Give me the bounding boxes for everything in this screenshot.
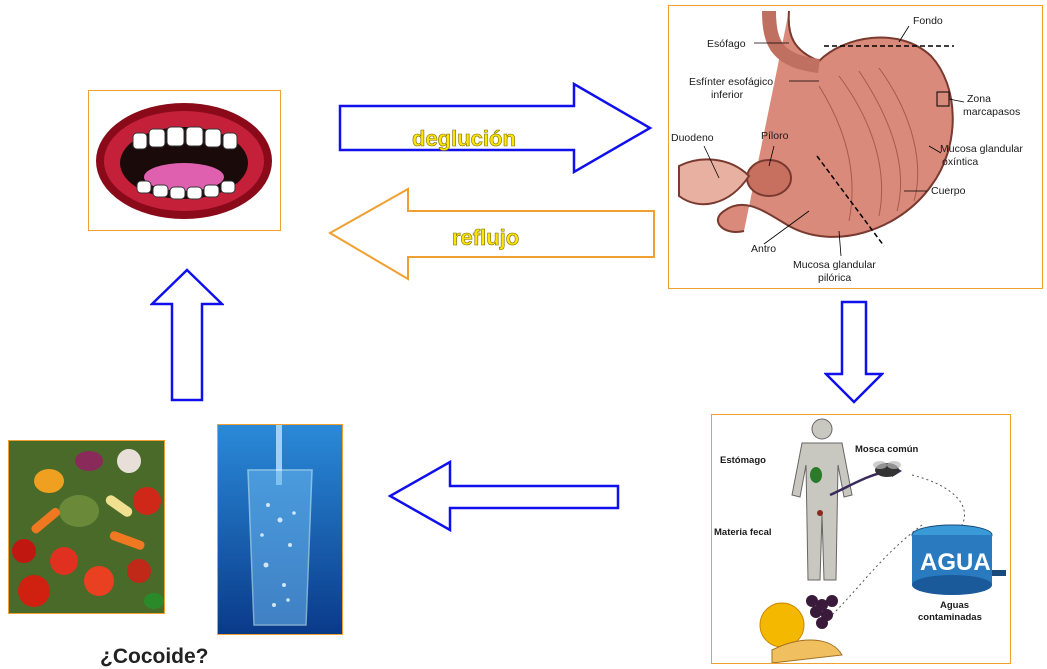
- stomach-diagram: Esófago Fondo Esfínter esofágico inferio…: [668, 5, 1043, 289]
- label-esfinter-1: Esfínter esofágico: [689, 76, 773, 88]
- mouth-image: [88, 90, 281, 231]
- reflujo-label: reflujo: [452, 225, 519, 250]
- deglucion-label: deglución: [412, 126, 516, 151]
- label-agua: AGUA: [920, 549, 991, 576]
- caption-cocoide: ¿Cocoide?: [100, 645, 209, 669]
- deglucion-arrow: deglución: [338, 82, 654, 175]
- label-zona-1: Zona: [967, 93, 991, 105]
- left-arrow: [388, 458, 622, 534]
- label-aguas-2: contaminadas: [918, 612, 982, 623]
- label-aguas-1: Aguas: [940, 600, 969, 611]
- down-arrow: [824, 300, 884, 404]
- vegetables-image: [8, 440, 165, 614]
- water-glass-image: [217, 424, 343, 635]
- label-piloro: Píloro: [761, 130, 789, 142]
- contamination-cycle-image: AGUA Estómago Mosca común Materia fecal …: [711, 414, 1011, 664]
- label-materia: Materia fecal: [714, 527, 772, 538]
- label-duodeno: Duodeno: [671, 132, 714, 144]
- label-mucosa-ox-2: oxíntica: [942, 156, 978, 168]
- label-mucosa-pil-2: pilórica: [818, 272, 851, 284]
- label-esfinter-2: inferior: [711, 89, 744, 101]
- label-zona-2: marcapasos: [963, 106, 1020, 118]
- label-mosca: Mosca común: [855, 444, 919, 455]
- label-fondo: Fondo: [913, 15, 943, 27]
- label-cuerpo: Cuerpo: [931, 185, 966, 197]
- label-mucosa-ox-1: Mucosa glandular: [940, 143, 1023, 155]
- reflujo-arrow: reflujo: [328, 187, 656, 281]
- label-estomago: Estómago: [720, 455, 766, 466]
- label-antro: Antro: [751, 243, 776, 255]
- up-arrow: [150, 268, 224, 404]
- label-esofago: Esófago: [707, 38, 746, 50]
- label-mucosa-pil-1: Mucosa glandular: [793, 259, 876, 271]
